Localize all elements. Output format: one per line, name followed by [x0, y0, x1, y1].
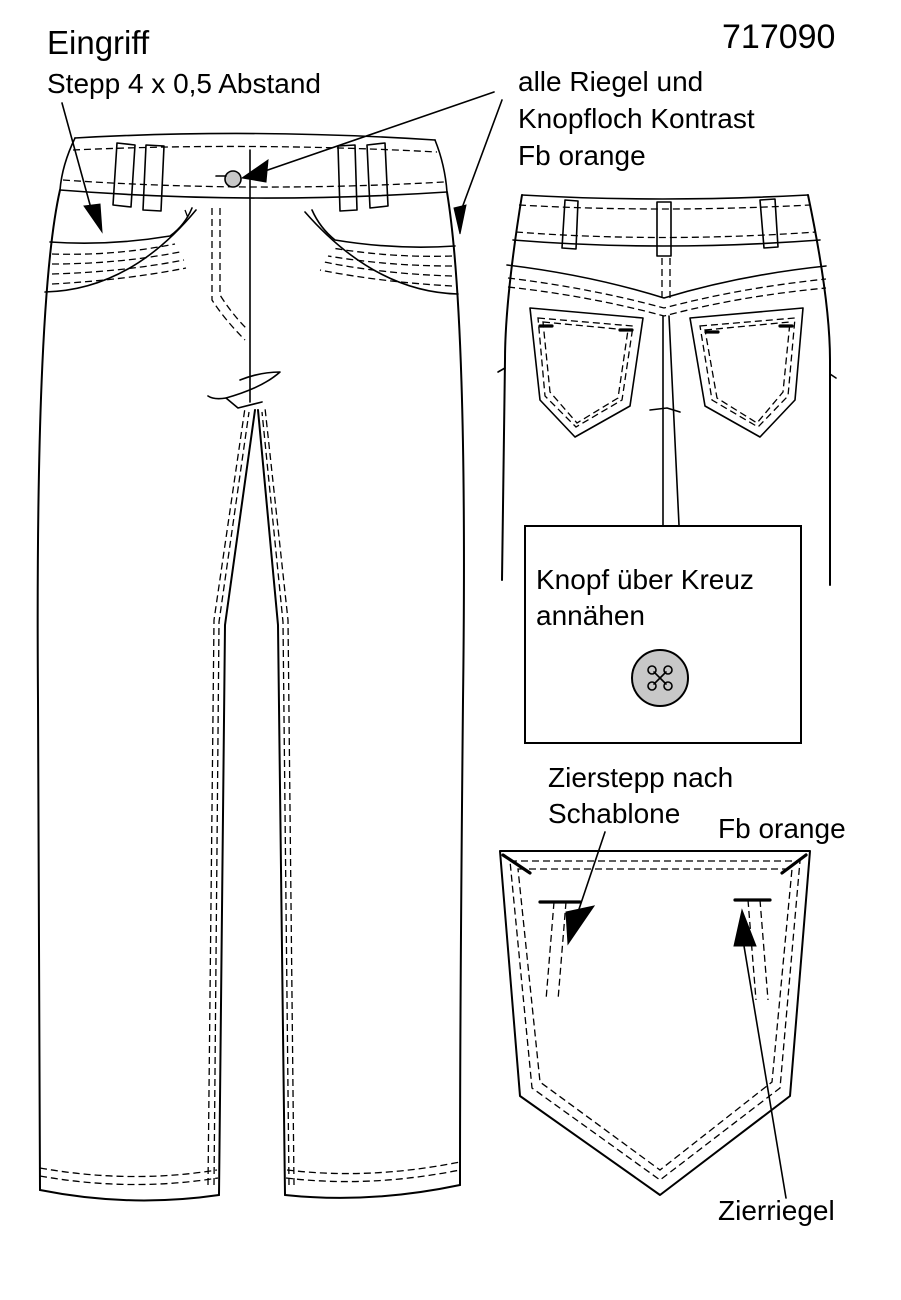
deco-stitch-note-line2: Schablone	[548, 798, 681, 829]
front-right-hem	[284, 1184, 461, 1199]
pocket-detail-outline	[499, 850, 811, 1196]
back-pocket-right	[689, 307, 804, 438]
front-waistband-right-edge	[434, 139, 448, 193]
back-left-outseam	[501, 194, 523, 581]
pocket-opening-stitch-note: Stepp 4 x 0,5 Abstand	[47, 68, 321, 99]
back-waistband-top	[521, 194, 809, 200]
front-pocket-right-opening	[311, 209, 456, 248]
front-waistband-stitch-top	[72, 145, 438, 153]
front-left-inseam	[218, 409, 256, 1196]
front-left-outseam	[36, 189, 61, 1191]
front-waistband-left-edge	[59, 137, 76, 191]
back-yoke-seam	[506, 264, 827, 299]
front-view-jeans	[36, 132, 465, 1202]
fly-zipper-pull	[207, 371, 281, 400]
front-waistband-top	[74, 132, 436, 141]
front-right-inseam	[257, 409, 286, 1196]
button-detail-box	[524, 525, 802, 744]
front-right-outseam	[446, 191, 465, 1186]
front-pocket-left-opening	[49, 207, 193, 244]
front-belt-loops	[112, 142, 389, 212]
bartack-note-line1: alle Riegel und	[518, 66, 704, 97]
back-pocket-detail	[499, 850, 811, 1196]
back-view-jeans	[497, 194, 837, 586]
fly-stitch-inner	[219, 208, 247, 329]
front-callout-pointers	[61, 91, 503, 235]
front-left-hem	[39, 1189, 220, 1202]
front-button	[224, 170, 242, 188]
front-waistband-stitch-bottom	[62, 179, 445, 188]
pocket-callout-pointers	[565, 831, 787, 1199]
deco-bartack-note: Zierriegel	[718, 1195, 835, 1226]
bartack-note-line3: Fb orange	[518, 140, 646, 171]
button-note-line2: annähen	[536, 600, 646, 631]
fly-stitch-outer	[211, 208, 246, 341]
deco-color-note: Fb orange	[718, 813, 846, 844]
front-waistband-bottom	[59, 189, 448, 199]
style-number: 717090	[722, 18, 836, 56]
button-note-line1: Knopf über Kreuz	[536, 564, 754, 595]
back-right-outseam	[807, 194, 831, 586]
bartack-note-line2: Knopfloch Kontrast	[518, 103, 755, 134]
deco-stitch-note-line1: Zierstepp nach	[548, 762, 734, 793]
pocket-opening-title: Eingriff	[47, 24, 150, 61]
back-pocket-left	[529, 307, 644, 438]
back-waistband-bottom	[512, 239, 821, 247]
